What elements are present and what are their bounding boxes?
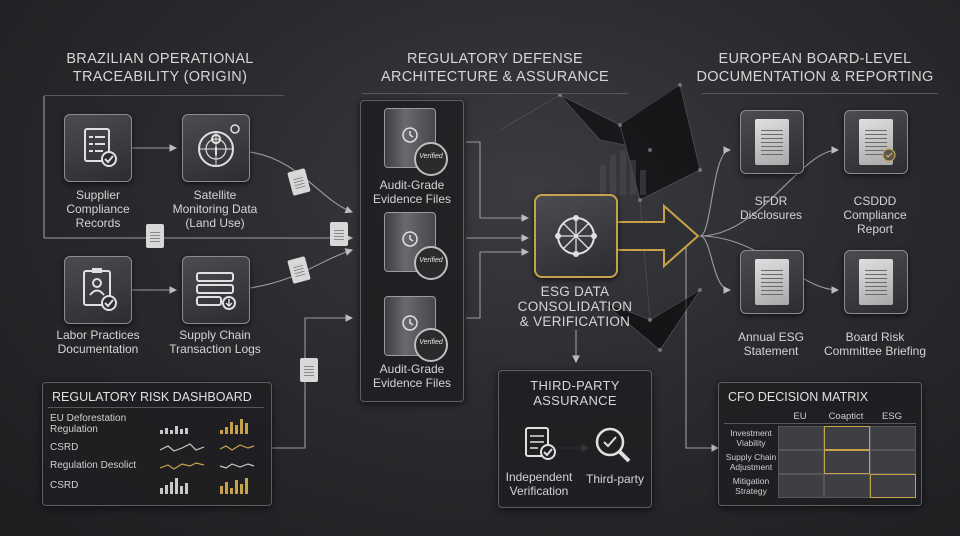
matrix-cell[interactable]	[778, 474, 824, 498]
satellite-monitoring-tile[interactable]	[182, 114, 250, 182]
architecture-heading-line2: ARCHITECTURE & ASSURANCE	[381, 69, 609, 85]
third-party-title-line2: ASSURANCE	[533, 393, 617, 408]
reporting-heading-line2: DOCUMENTATION & REPORTING	[696, 69, 934, 85]
floating-document-icon	[300, 358, 318, 382]
satellite-monitoring-label: Satellite Monitoring Data (Land Use)	[172, 188, 258, 230]
board-risk-briefing-tile[interactable]	[844, 250, 908, 314]
origin-heading: BRAZILIAN OPERATIONAL TRACEABILITY (ORIG…	[40, 50, 280, 86]
check-badge-icon	[882, 148, 896, 162]
dashboard-row-label: EU Deforestation Regulation	[50, 413, 127, 435]
sparkline-chart	[160, 443, 255, 470]
matrix-row-label: Investment Viability	[730, 428, 772, 448]
supply-chain-logs-tile[interactable]	[182, 256, 250, 324]
matrix-cell-highlighted[interactable]	[824, 426, 870, 450]
third-party-assurance-panel	[498, 370, 652, 508]
supplier-compliance-tile[interactable]	[64, 114, 132, 182]
matrix-cell-highlighted[interactable]	[870, 474, 916, 498]
third-party-label: Third-party	[585, 472, 644, 486]
matrix-row-label: Supply Chain Adjustment	[725, 452, 777, 472]
report-document-icon	[755, 259, 789, 305]
matrix-cell[interactable]	[778, 426, 824, 450]
verified-seal-icon: Verified	[414, 246, 448, 280]
architecture-heading: REGULATORY DEFENSE ARCHITECTURE & ASSURA…	[360, 50, 630, 86]
report-document-icon	[859, 259, 893, 305]
architecture-heading-line1: REGULATORY DEFENSE	[407, 51, 583, 67]
matrix-header-divider	[724, 423, 916, 424]
evidence-files-label-1: Audit-Grade Evidence Files	[372, 178, 452, 206]
worker-clipboard-icon	[83, 268, 117, 311]
magnifier-check-icon	[595, 427, 631, 463]
report-document-icon	[755, 119, 789, 165]
sfdr-disclosures-label: SFDR Disclosures	[739, 194, 802, 222]
esg-consolidation-hub[interactable]	[534, 194, 618, 278]
origin-heading-text: BRAZILIAN OPERATIONAL TRACEABILITY (ORIG…	[66, 51, 254, 85]
document-check-icon	[525, 427, 556, 460]
matrix-column-header: EU	[793, 411, 807, 422]
matrix-cell-highlighted[interactable]	[824, 450, 870, 474]
annual-esg-statement-tile[interactable]	[740, 250, 804, 314]
labor-practices-label: Labor Practices Documentation	[56, 328, 140, 356]
dashboard-row-label: Regulation Desolict	[50, 460, 137, 471]
matrix-cell[interactable]	[870, 426, 916, 450]
hub-title-line3: & VERIFICATION	[519, 314, 631, 329]
verified-seal-icon: Verified	[414, 142, 448, 176]
dashboard-title: REGULATORY RISK DASHBOARD	[52, 390, 252, 404]
mini-bar-chart	[160, 418, 188, 434]
network-globe-icon	[555, 215, 597, 257]
reporting-heading-line1: EUROPEAN BOARD-LEVEL	[718, 51, 912, 67]
matrix-row-label: Mitigation Strategy	[732, 476, 770, 496]
matrix-cell[interactable]	[824, 474, 870, 498]
matrix-title: CFO DECISION MATRIX	[728, 390, 869, 404]
floating-document-icon	[146, 224, 164, 248]
third-party-title: THIRD-PARTY ASSURANCE	[500, 378, 650, 408]
sfdr-disclosures-tile[interactable]	[740, 110, 804, 174]
board-risk-briefing-label: Board Risk Committee Briefing	[823, 330, 927, 358]
reporting-heading: EUROPEAN BOARD-LEVEL DOCUMENTATION & REP…	[690, 50, 940, 86]
hub-title-line1: ESG DATA	[540, 284, 610, 299]
csddd-report-tile[interactable]	[844, 110, 908, 174]
hub-title-line2: CONSOLIDATION	[517, 299, 633, 314]
matrix-cell[interactable]	[870, 450, 916, 474]
floating-document-icon	[330, 222, 348, 246]
third-party-title-line1: THIRD-PARTY	[530, 378, 620, 393]
independent-verification-label: Independent Verification	[505, 470, 573, 498]
verified-seal-icon: Verified	[414, 328, 448, 362]
csddd-report-label: CSDDD Compliance Report	[843, 194, 907, 236]
transaction-list-icon	[196, 272, 236, 310]
matrix-cell[interactable]	[778, 450, 824, 474]
reporting-divider	[702, 93, 938, 94]
mini-bar-chart	[220, 418, 248, 434]
radar-map-icon	[198, 124, 240, 167]
annual-esg-statement-label: Annual ESG Statement	[737, 330, 805, 358]
supplier-compliance-label: Supplier Compliance Records	[66, 188, 130, 230]
origin-divider	[44, 95, 284, 96]
checklist-icon	[84, 128, 117, 167]
supply-chain-logs-label: Supply Chain Transaction Logs	[169, 328, 261, 356]
hub-title: ESG DATA CONSOLIDATION & VERIFICATION	[500, 284, 650, 329]
dashboard-row-label: CSRD	[50, 442, 79, 453]
labor-practices-tile[interactable]	[64, 256, 132, 324]
matrix-column-header: ESG	[881, 411, 903, 422]
evidence-files-label-3: Audit-Grade Evidence Files	[372, 362, 452, 390]
architecture-divider	[362, 93, 628, 94]
dashboard-divider	[48, 407, 264, 408]
regulatory-risk-dashboard	[42, 382, 272, 506]
dashboard-row-label: CSRD	[50, 480, 79, 491]
mini-bar-chart	[220, 478, 248, 494]
mini-bar-chart	[160, 478, 188, 494]
matrix-column-header: Coaptict	[828, 411, 864, 422]
